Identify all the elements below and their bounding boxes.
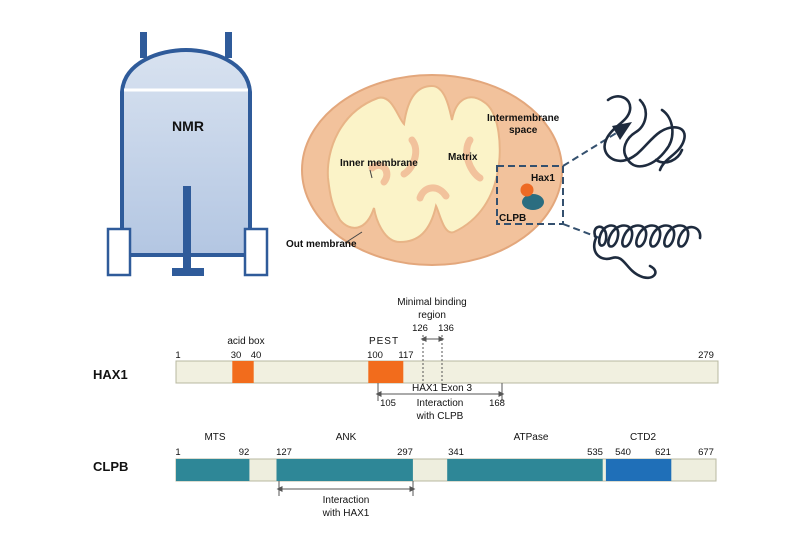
out-membrane-label: Out membrane bbox=[286, 239, 357, 250]
hax1-num-pest-start: 100 bbox=[367, 350, 383, 361]
nmr-magnet: NMR bbox=[106, 32, 269, 277]
hax1-num-acid-end: 40 bbox=[251, 350, 262, 361]
clpb-num-end: 677 bbox=[698, 447, 714, 458]
clpb-mts-label: MTS bbox=[204, 432, 225, 443]
clpb-ctd2-label: CTD2 bbox=[630, 432, 657, 443]
mitochondrion: Intermembrane space Inner membrane Matri… bbox=[286, 74, 619, 266]
hax1-num-exon-end: 168 bbox=[489, 398, 505, 409]
clpb-num-atp-end: 535 bbox=[587, 447, 603, 458]
hax1-domain-map: HAX1 1 30 40 acid box 100 117 PEST 279 M… bbox=[93, 297, 719, 422]
disordered-arrow-head bbox=[612, 122, 632, 140]
inner-membrane-label: Inner membrane bbox=[340, 158, 418, 169]
hax1-num-min-end: 136 bbox=[438, 323, 454, 334]
helical-protein-structure bbox=[592, 224, 702, 280]
hax1-num-pest-end: 117 bbox=[398, 350, 413, 361]
clpb-num-ctd-start: 540 bbox=[615, 447, 631, 458]
clpb-atpase-label: ATPase bbox=[514, 432, 549, 443]
nmr-tank bbox=[120, 47, 252, 257]
hax1-blob-label: Hax1 bbox=[531, 173, 555, 184]
hax1-acid-box-segment bbox=[232, 361, 254, 383]
hax1-num-acid-start: 30 bbox=[231, 350, 242, 361]
clpb-ank-segment bbox=[276, 459, 413, 481]
clpb-mts-segment bbox=[176, 459, 250, 481]
clpb-num-mts-end: 92 bbox=[239, 447, 250, 458]
hax1-num-min-start: 126 bbox=[412, 323, 428, 334]
minimal-binding-label-1: Minimal binding bbox=[397, 297, 466, 308]
nmr-label: NMR bbox=[172, 118, 204, 134]
hax1-interaction-label-2: with CLPB bbox=[416, 411, 464, 422]
clpb-num-ctd-end: 621 bbox=[655, 447, 671, 458]
hax1-bar bbox=[175, 360, 719, 384]
hax1-num-start: 1 bbox=[175, 350, 180, 361]
clpb-blob-label: CLPB bbox=[499, 213, 526, 224]
clpb-protein-label: CLPB bbox=[93, 459, 128, 474]
clpb-num-atp-start: 341 bbox=[448, 447, 464, 458]
hax1-num-end: 279 bbox=[698, 350, 714, 361]
hax1-pest-segment bbox=[368, 361, 404, 383]
hax1-interaction-label-1: Interaction bbox=[417, 398, 464, 409]
clpb-num-ank-end: 297 bbox=[397, 447, 413, 458]
minimal-binding-label-2: region bbox=[418, 310, 446, 321]
hax1-num-exon-start: 105 bbox=[380, 398, 396, 409]
clpb-atpase-segment bbox=[447, 459, 603, 481]
hax1-protein-label: HAX1 bbox=[93, 367, 128, 382]
clpb-domain-map: CLPB MTS ANK ATPase CTD2 1 92 127 297 34… bbox=[93, 432, 717, 519]
intermembrane-label-2: space bbox=[509, 125, 538, 136]
clpb-interaction-label-2: with HAX1 bbox=[322, 508, 370, 519]
hax1-blob bbox=[520, 183, 534, 197]
matrix-label: Matrix bbox=[448, 152, 478, 163]
clpb-num-ank-start: 127 bbox=[276, 447, 292, 458]
disordered-protein-structure bbox=[603, 95, 686, 172]
intermembrane-label-1: Intermembrane bbox=[487, 113, 560, 124]
hax1-acid-box-label: acid box bbox=[227, 336, 264, 347]
exon3-label: HAX1 Exon 3 bbox=[412, 383, 472, 394]
clpb-ank-label: ANK bbox=[336, 432, 357, 443]
hax1-pest-label: PEST bbox=[369, 336, 399, 347]
clpb-interaction-label-1: Interaction bbox=[323, 495, 370, 506]
clpb-ctd2-segment bbox=[605, 459, 672, 481]
zoom-box bbox=[496, 165, 564, 225]
clpb-blob bbox=[522, 194, 544, 210]
clpb-num-start: 1 bbox=[175, 447, 180, 458]
